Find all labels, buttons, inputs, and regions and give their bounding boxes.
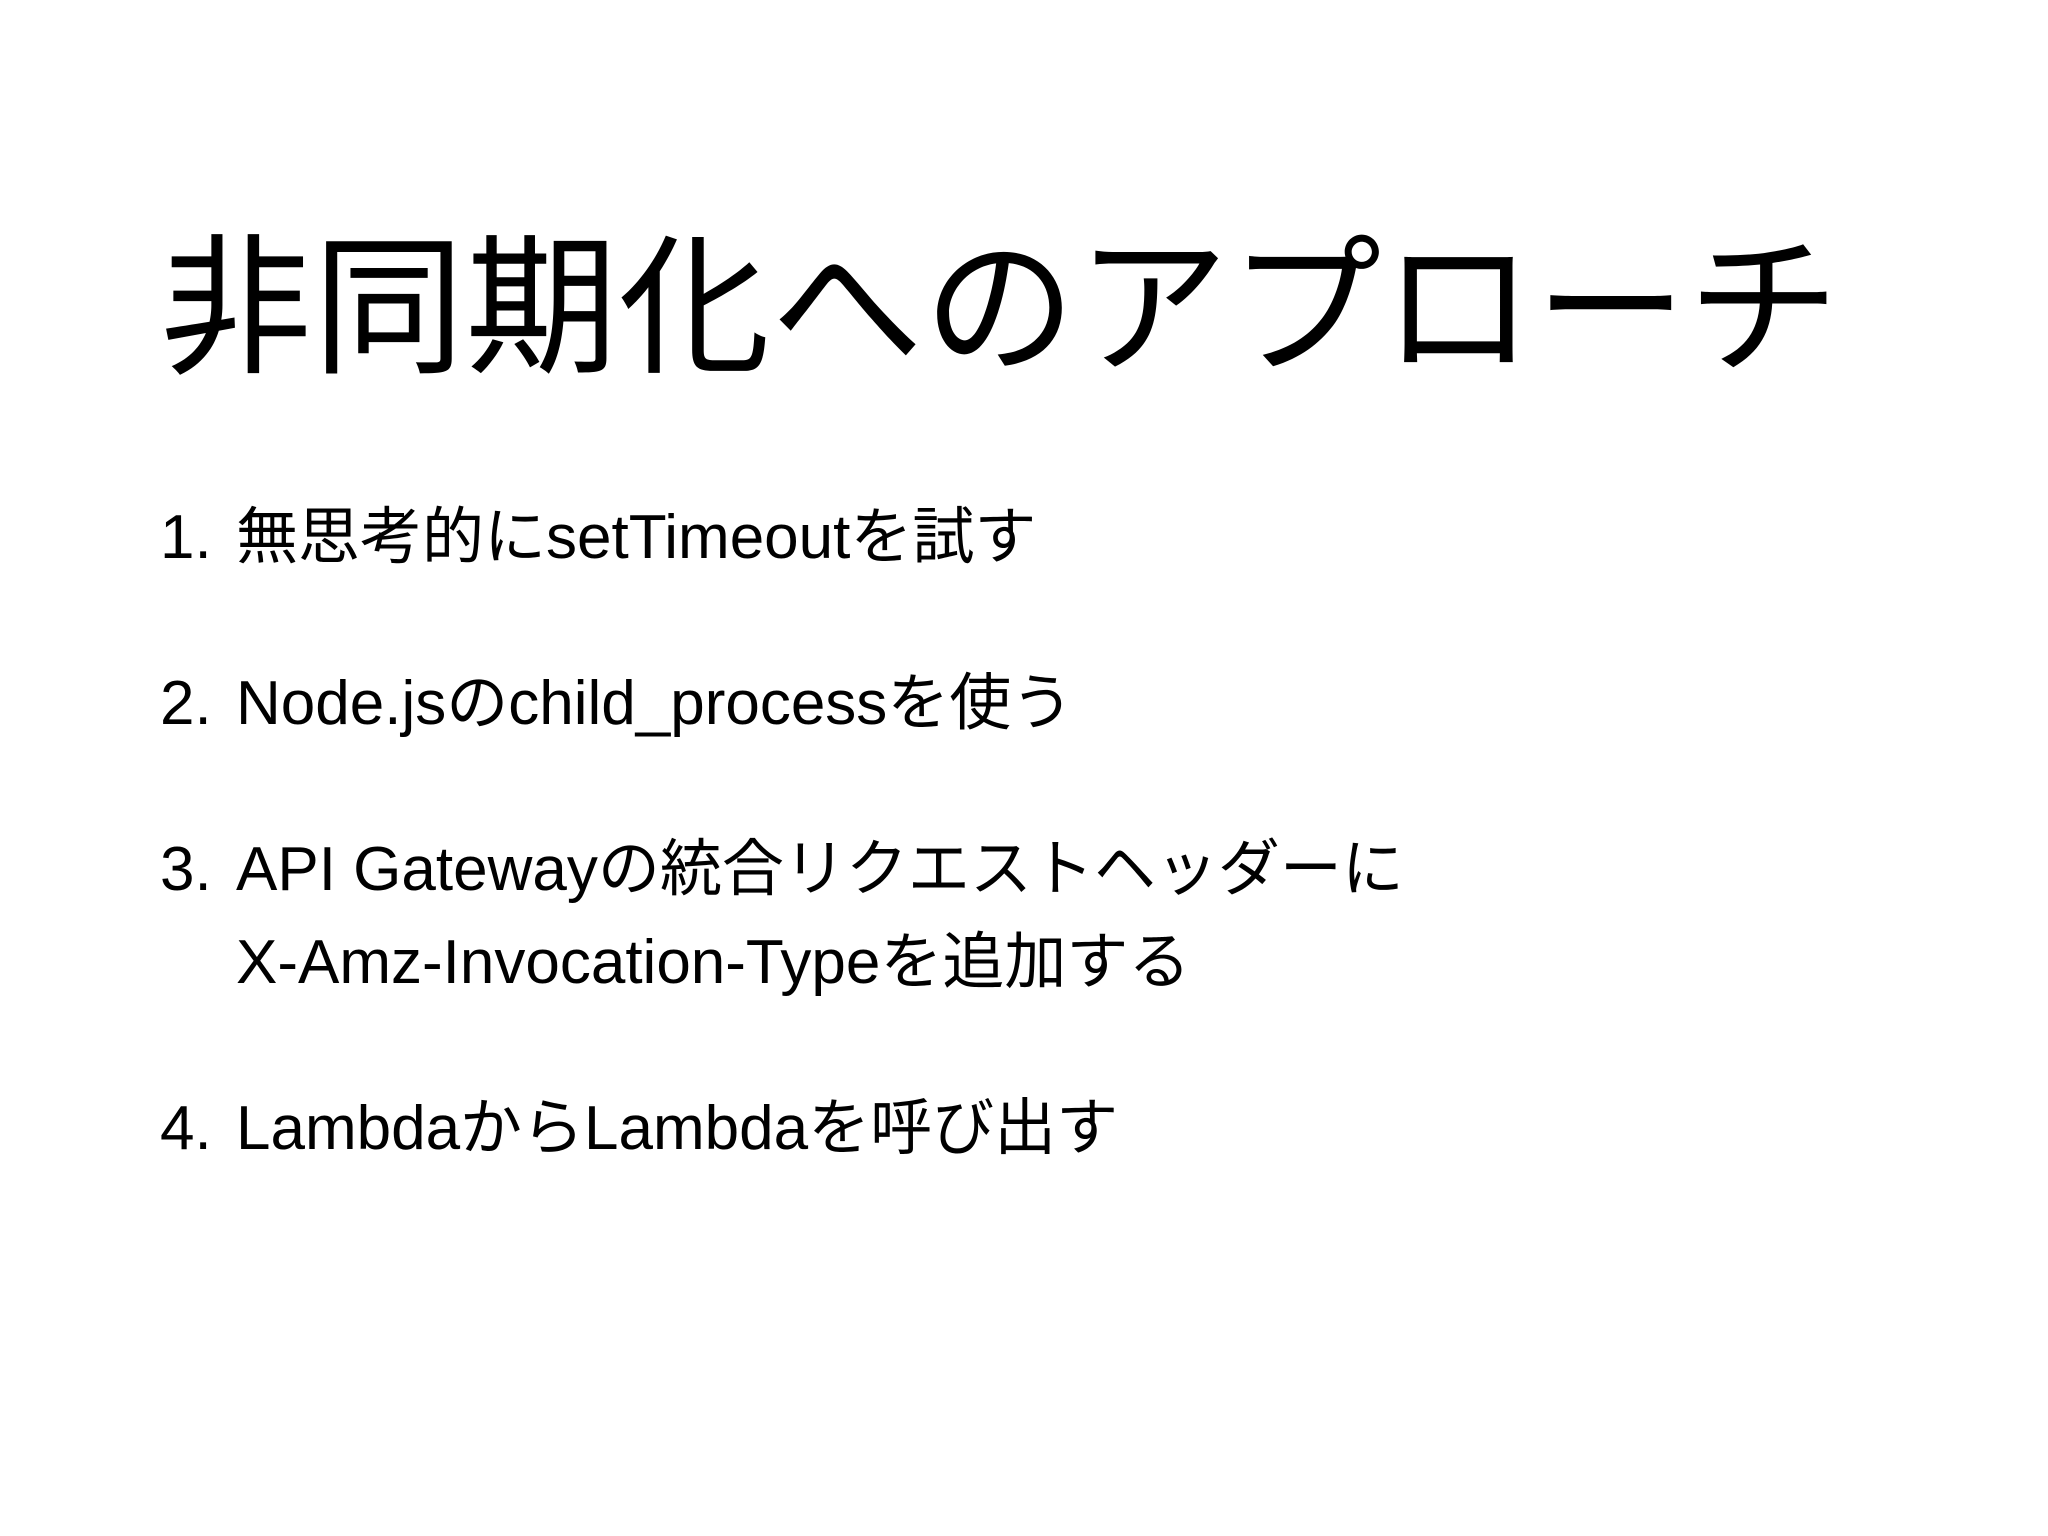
- list-item-text: Node.jsのchild_processを使う: [236, 663, 1960, 745]
- list-item-line: API Gatewayの統合リクエストヘッダーに: [236, 834, 1404, 904]
- list-item-marker: 2.: [160, 668, 212, 738]
- list-item-text: API Gatewayの統合リクエストヘッダーに X-Amz-Invocatio…: [236, 829, 1960, 1005]
- list-item: 1. 無思考的にsetTimeoutを試す: [160, 497, 1960, 579]
- list-item-marker: 3.: [160, 834, 212, 904]
- list-item-marker: 4.: [160, 1094, 212, 1164]
- list-item-line: X-Amz-Invocation-Typeを追加する: [236, 928, 1191, 998]
- list-item: 4. LambdaからLambdaを呼び出す: [160, 1088, 1960, 1170]
- list-item-line: LambdaからLambdaを呼び出す: [236, 1094, 1119, 1164]
- list-item-marker: 1.: [160, 503, 212, 572]
- list-item: 2. Node.jsのchild_processを使う: [160, 663, 1960, 745]
- list-item-text: 無思考的にsetTimeoutを試す: [236, 497, 1960, 579]
- list-item-line: Node.jsのchild_processを使う: [236, 668, 1074, 738]
- list-item-text: LambdaからLambdaを呼び出す: [236, 1088, 1960, 1170]
- list-item: 3. API Gatewayの統合リクエストヘッダーに X-Amz-Invoca…: [160, 829, 1960, 1005]
- approach-list: 1. 無思考的にsetTimeoutを試す 2. Node.jsのchild_p…: [160, 497, 1960, 1170]
- list-item-line: 無思考的にsetTimeoutを試す: [236, 503, 1037, 572]
- page-title: 非同期化へのアプローチ: [160, 223, 1841, 394]
